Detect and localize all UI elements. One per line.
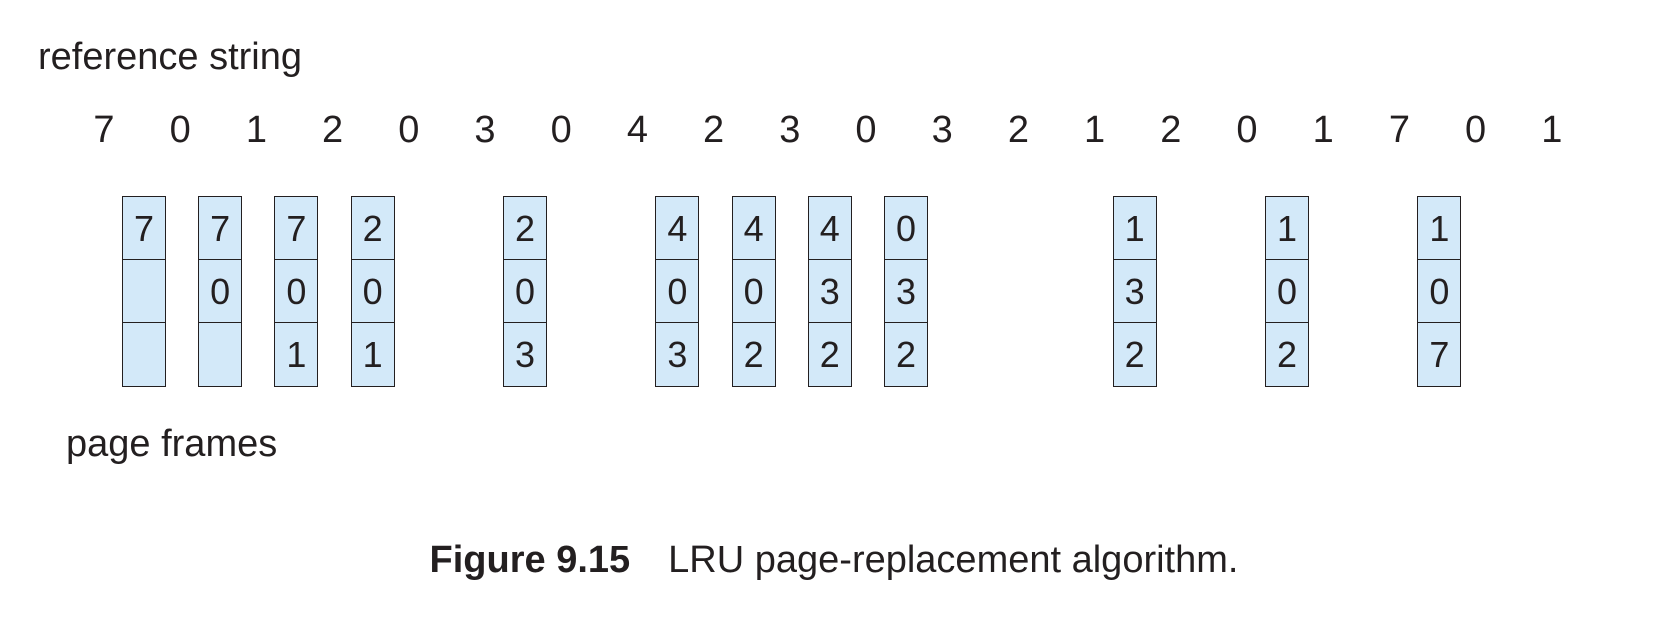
frame-cell: 3 [885,260,927,323]
frame-cell: 7 [123,197,165,260]
reference-number: 0 [398,109,420,151]
frame-cell [199,323,241,386]
frame-cell: 0 [199,260,242,323]
reference-string-label: reference string [38,36,303,78]
frame-cell: 1 [362,334,383,375]
frame-cell: 0 [885,197,927,260]
caption-label: Figure 9.15 [429,539,631,581]
frame-cell: 0 [656,260,699,323]
reference-number: 4 [626,109,648,151]
frame-cell: 2 [1124,334,1145,375]
frame-column: 7 [122,196,166,387]
frame-cell: 1 [286,334,307,375]
reference-number: 2 [703,109,725,151]
frame-cell: 4 [732,197,775,260]
frame-cell [123,260,165,323]
reference-number: 0 [1236,109,1258,151]
frame-cell: 1 [1266,197,1308,260]
caption-text: LRU page-replacement algorithm. [668,539,1239,581]
figure-caption: Figure 9.15 LRU page-replacement algorith… [0,541,1668,579]
reference-number: 0 [1465,109,1487,151]
reference-number: 3 [779,109,801,151]
reference-number: 0 [169,109,191,151]
frame-cell: 3 [667,334,688,375]
reference-number: 3 [931,109,953,151]
frame-cell: 2 [1276,334,1298,375]
frame-cell: 3 [1113,260,1156,323]
reference-number: 2 [1007,109,1029,151]
frame-cell: 2 [819,334,840,375]
reference-number: 1 [1541,109,1563,151]
reference-number: 0 [855,109,877,151]
frame-cell: 0 [1418,260,1461,323]
frame-cell: 1 [1113,197,1156,260]
frame-cell: 7 [1429,334,1450,375]
frame-cell: 0 [351,260,394,323]
frame-cell: 2 [895,334,917,375]
reference-number: 1 [1312,109,1334,151]
reference-number: 1 [1084,109,1106,151]
frame-cell: 0 [732,260,775,323]
frame-cell: 4 [656,197,699,260]
reference-number: 2 [322,109,344,151]
reference-number: 3 [474,109,496,151]
frame-cell: 2 [504,197,546,260]
frame-cell: 4 [808,197,851,260]
reference-number: 0 [550,109,572,151]
frame-cell: 2 [351,197,394,260]
reference-number: 7 [93,109,115,151]
frame-cell: 3 [808,260,851,323]
reference-number: 7 [1388,109,1410,151]
page-frames-label: page frames [66,423,278,465]
frame-cell: 0 [1266,260,1308,323]
frame-cell: 1 [1418,197,1461,260]
frame-cell: 7 [275,197,318,260]
frame-cell: 0 [504,260,546,323]
frame-cell: 3 [514,334,536,375]
reference-number: 1 [245,109,267,151]
frame-cell: 0 [275,260,318,323]
reference-number: 2 [1160,109,1182,151]
frame-cell [123,323,165,386]
frame-cell: 7 [199,197,242,260]
frame-cell: 2 [743,334,764,375]
